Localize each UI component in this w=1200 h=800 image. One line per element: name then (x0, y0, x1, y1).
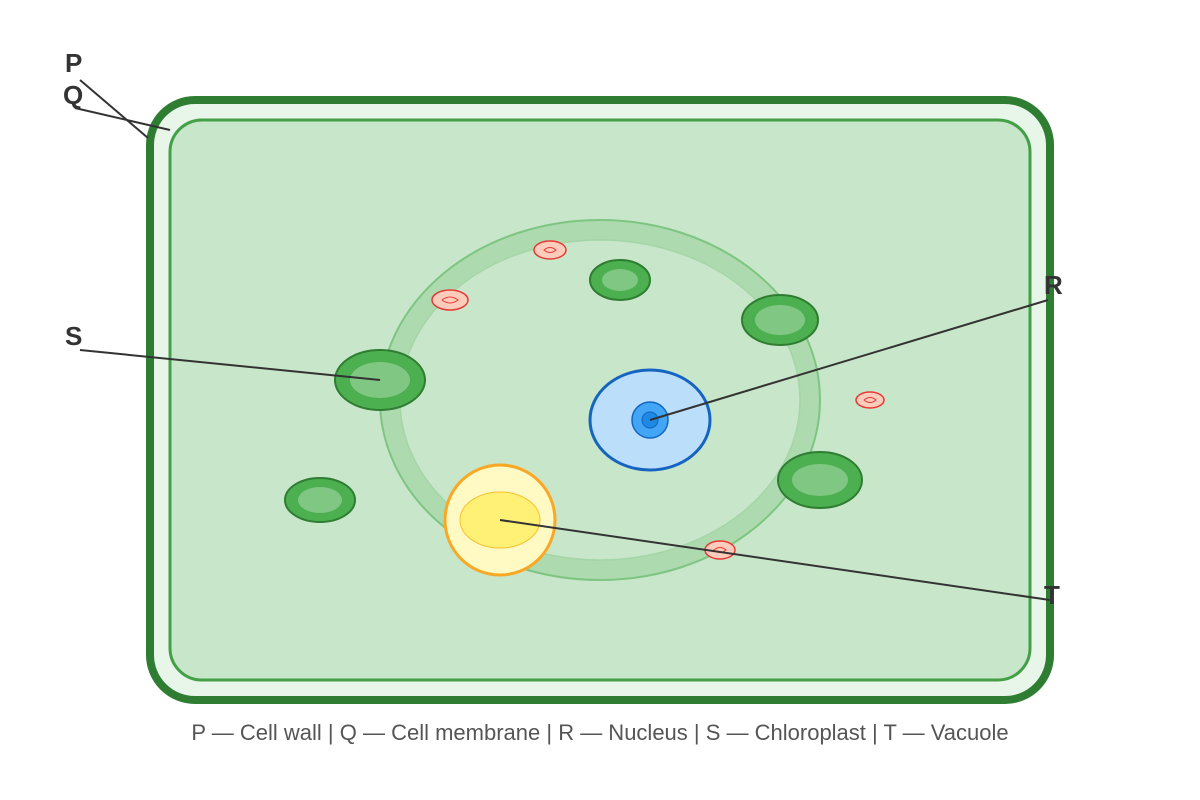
leader-line-t (499, 519, 1051, 601)
chloroplast (777, 451, 863, 509)
leader-line-s (79, 349, 381, 381)
mitochondrion (431, 289, 469, 311)
chloroplast (741, 294, 819, 346)
mitochondrion (533, 240, 567, 260)
chloroplast (589, 259, 651, 301)
mitochondrion (855, 391, 885, 409)
label-s: S (65, 321, 82, 351)
label-q: Q (63, 80, 83, 110)
leader-line-r (649, 299, 1049, 421)
leader-line-p (79, 79, 149, 139)
chloroplast (284, 477, 356, 523)
label-t: T (1044, 580, 1060, 610)
legend: P — Cell wall | Q — Cell membrane | R — … (191, 720, 1008, 745)
label-r: R (1044, 270, 1063, 300)
label-p: P (65, 48, 82, 78)
leader-line-q (74, 107, 171, 131)
